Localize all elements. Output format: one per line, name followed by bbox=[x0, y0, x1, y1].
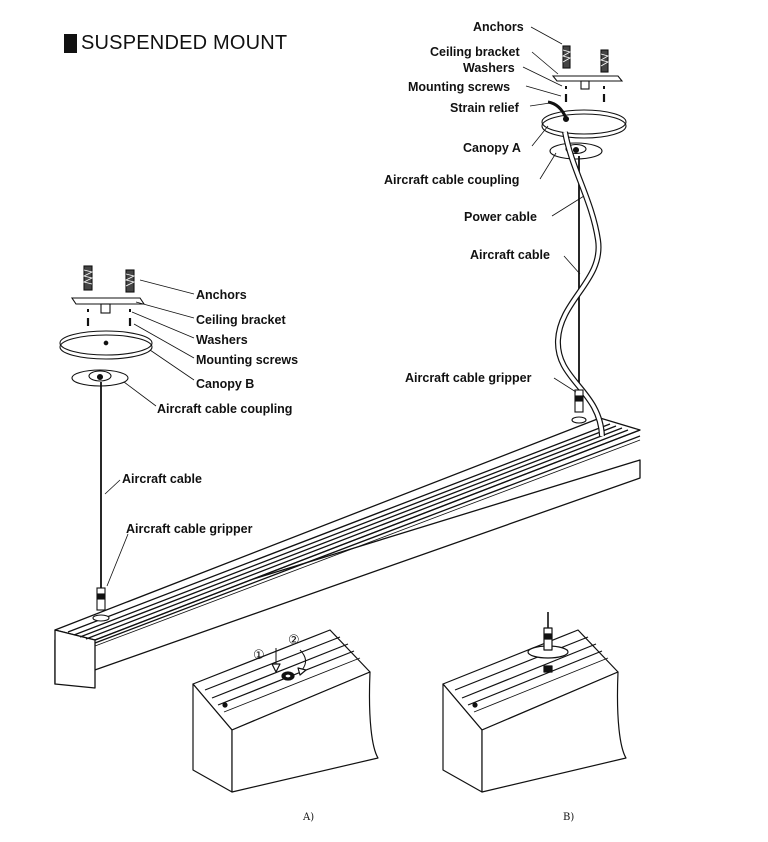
step-2-marker: ② bbox=[288, 633, 300, 648]
detail-b-labels: B) bbox=[563, 812, 574, 823]
label-ceiling-bracket-left: Ceiling bracket bbox=[196, 313, 286, 327]
detail-b bbox=[442, 612, 627, 793]
linear-fixture bbox=[54, 417, 641, 689]
label-cable-gripper-left: Aircraft cable gripper bbox=[126, 522, 253, 536]
left-anchors bbox=[82, 265, 136, 293]
left-ceiling-bracket bbox=[70, 297, 146, 305]
label-anchors-right: Anchors bbox=[473, 20, 524, 34]
right-ceiling-bracket bbox=[551, 75, 624, 82]
right-anchors bbox=[561, 45, 610, 73]
left-leader-lines bbox=[104, 279, 195, 587]
label-cable-gripper-right: Aircraft cable gripper bbox=[405, 371, 532, 385]
title-marker bbox=[64, 34, 77, 53]
detail-a-labels: ① ② A) bbox=[253, 633, 314, 823]
label-anchors-left: Anchors bbox=[196, 288, 247, 302]
label-mounting-screws-left: Mounting screws bbox=[196, 353, 298, 367]
label-mounting-screws-right: Mounting screws bbox=[408, 80, 510, 94]
step-1-marker: ① bbox=[253, 648, 265, 663]
label-aircraft-cable-left: Aircraft cable bbox=[122, 472, 202, 486]
fixture-end-cap bbox=[54, 629, 96, 689]
left-assembly bbox=[59, 265, 153, 622]
label-aircraft-cable-right: Aircraft cable bbox=[470, 248, 550, 262]
title-text: SUSPENDED MOUNT bbox=[81, 32, 288, 54]
right-labels: Anchors Ceiling bracket Washers Mounting… bbox=[384, 20, 550, 385]
label-power-cable: Power cable bbox=[464, 210, 537, 224]
label-canopy-b: Canopy B bbox=[196, 377, 254, 391]
detail-a-front-face bbox=[231, 671, 379, 793]
label-canopy-a: Canopy A bbox=[463, 141, 521, 155]
label-washers-left: Washers bbox=[196, 333, 248, 347]
detail-a bbox=[192, 629, 379, 793]
strain-relief bbox=[547, 100, 568, 119]
page-title: SUSPENDED MOUNT bbox=[64, 32, 287, 55]
label-washers-right: Washers bbox=[463, 61, 515, 75]
caption-b: B) bbox=[563, 812, 574, 823]
left-labels: Anchors Ceiling bracket Washers Mounting… bbox=[122, 288, 298, 536]
right-leader-lines bbox=[522, 26, 585, 393]
label-strain-relief: Strain relief bbox=[450, 101, 520, 115]
detail-b-front-face bbox=[481, 671, 627, 793]
caption-a: A) bbox=[302, 812, 314, 823]
left-bracket-stem bbox=[100, 303, 111, 314]
label-ceiling-bracket-right: Ceiling bracket bbox=[430, 45, 520, 59]
right-bracket-stem bbox=[580, 80, 590, 90]
label-cable-coupling-left: Aircraft cable coupling bbox=[157, 402, 292, 416]
label-cable-coupling-right: Aircraft cable coupling bbox=[384, 173, 519, 187]
right-assembly bbox=[541, 45, 627, 437]
